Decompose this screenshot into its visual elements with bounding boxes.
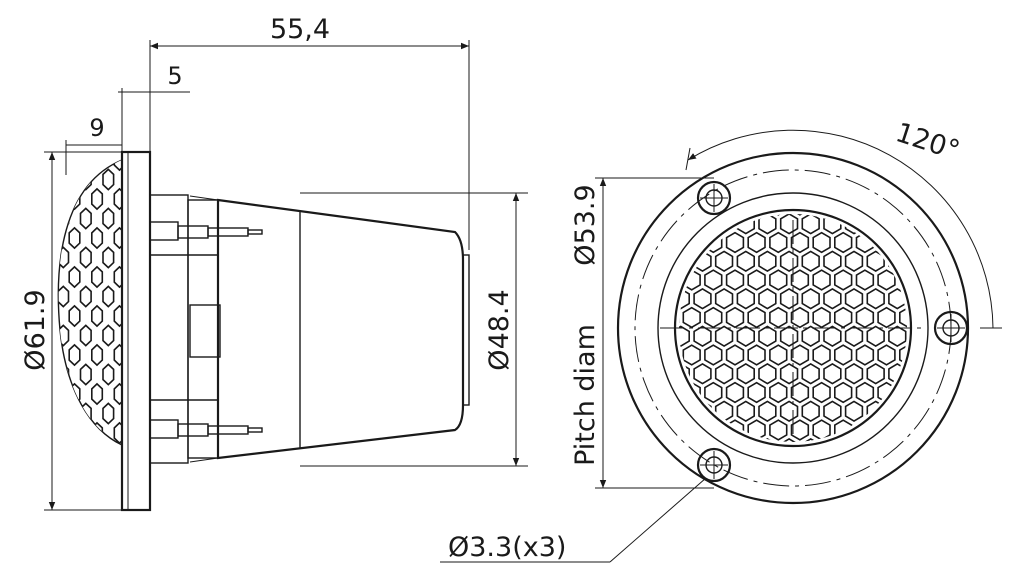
- side-view-dimensions: 55,4 5 9 Ø61.9 Ø48.4: [20, 14, 528, 511]
- mount-hole-bottom: [696, 447, 732, 483]
- side-view: [57, 150, 470, 512]
- dim-hole-spec: Ø3.3(x3): [448, 532, 566, 563]
- mount-hole-right: [933, 310, 969, 346]
- dim-dome-height: 9: [89, 114, 104, 142]
- terminal-top: [149, 221, 263, 241]
- front-grille: [679, 214, 907, 442]
- front-view: [616, 151, 970, 505]
- dim-flange-diameter: Ø61.9: [20, 289, 51, 370]
- dim-mount-angle: 120°: [892, 117, 963, 167]
- flange: [120, 150, 152, 512]
- mount-hole-top: [696, 180, 732, 216]
- dim-pitch-diameter: Ø53.9: [570, 184, 601, 265]
- front-view-dimensions: 120° Ø53.9 Pitch diam Ø3.3(x3): [440, 117, 1002, 563]
- terminal-area: [149, 194, 263, 464]
- terminal-bottom: [149, 419, 263, 439]
- pitch-label: Pitch diam: [570, 324, 601, 466]
- dome-grille: [57, 159, 123, 446]
- dim-overall-depth: 55,4: [270, 14, 330, 45]
- dim-body-diameter: Ø48.4: [484, 289, 515, 370]
- dim-flange-thickness: 5: [167, 62, 182, 90]
- rear-body: [216, 198, 465, 460]
